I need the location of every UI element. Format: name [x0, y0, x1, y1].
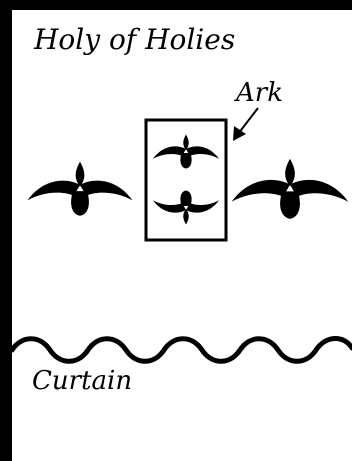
ark-arrow-icon — [233, 108, 258, 141]
diagram-title: Holy of Holies — [34, 26, 235, 54]
right-cherub-icon — [232, 159, 349, 219]
top-wall — [0, 0, 352, 10]
curtain-wave — [12, 338, 352, 361]
ark-label: Ark — [236, 80, 283, 106]
left-wall — [0, 0, 12, 461]
curtain-label: Curtain — [32, 368, 132, 394]
left-cherub-icon — [28, 162, 133, 216]
